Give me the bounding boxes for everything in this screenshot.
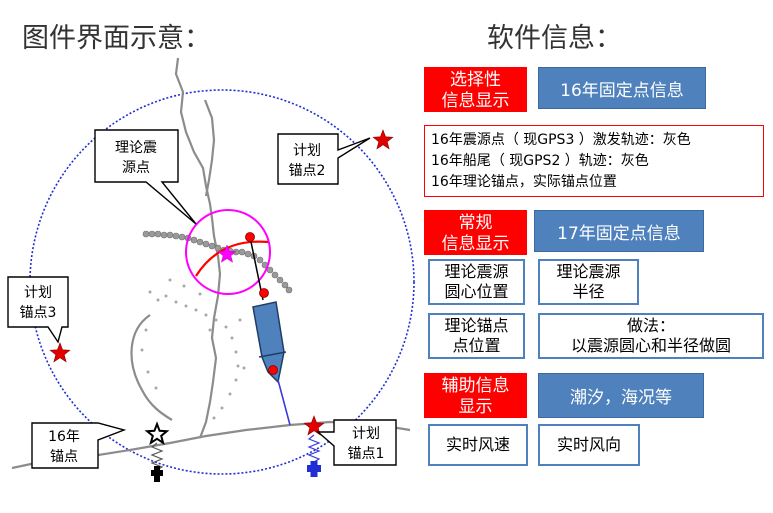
plan-anchor-1-star-icon bbox=[303, 415, 325, 436]
radius-line1: 理论震源 bbox=[556, 262, 621, 281]
source-track bbox=[142, 230, 293, 294]
callout-plan-anchor-1-line1: 计划 bbox=[352, 426, 380, 442]
theory-source-star-icon bbox=[217, 244, 237, 263]
center-position-line1: 理论震源 bbox=[444, 262, 509, 281]
callout-anchor-16-line2: 锚点 bbox=[50, 449, 78, 465]
anchor-16-star-icon bbox=[144, 421, 170, 446]
info-line-3: 16年理论锚点，实际锚点位置 bbox=[431, 174, 617, 190]
fixed-16-info-button[interactable]: 16年固定点信息 bbox=[538, 67, 706, 109]
center-position-line2: 圆心位置 bbox=[444, 282, 509, 301]
anchor-position-line1: 理论锚点 bbox=[444, 316, 509, 335]
radius-line2: 半径 bbox=[572, 282, 605, 301]
callout-plan-anchor-2-line1: 计划 bbox=[293, 143, 321, 159]
regular-display-line1: 常规 bbox=[458, 212, 493, 233]
info-title: 软件信息： bbox=[487, 23, 622, 54]
callout-plan-anchor-1-line2: 锚点1 bbox=[348, 446, 385, 462]
anchor-16-marker bbox=[144, 421, 170, 482]
method-line1: 做法： bbox=[626, 316, 675, 335]
aux-display-line2: 显示 bbox=[458, 396, 493, 417]
callout-plan-anchor-2: 计划 锚点2 bbox=[277, 133, 371, 185]
regular-display-line2: 信息显示 bbox=[441, 233, 510, 254]
callout-plan-anchor-3-line2: 锚点3 bbox=[20, 305, 57, 321]
callout-theory-source-line1: 理论震 bbox=[115, 140, 157, 156]
selective-display-button[interactable]: 选择性 信息显示 bbox=[424, 67, 527, 112]
planning-circle bbox=[29, 89, 415, 475]
anchor-1-marker bbox=[307, 434, 321, 477]
aux-display-line1: 辅助信息 bbox=[441, 375, 510, 396]
regular-display-button[interactable]: 常规 信息显示 bbox=[424, 210, 527, 255]
method-box: 做法： 以震源圆心和半径做圆 bbox=[538, 313, 764, 359]
ship bbox=[245, 232, 291, 426]
method-line2: 以震源圆心和半径做圆 bbox=[570, 336, 731, 355]
callout-anchor-16-line1: 16年 bbox=[48, 429, 80, 445]
plan-anchor-3-star-icon bbox=[49, 342, 71, 363]
gray-scatter-trail bbox=[140, 278, 246, 420]
callout-theory-source-line2: 源点 bbox=[122, 160, 150, 176]
callout-theory-source: 理论震 源点 bbox=[94, 129, 197, 225]
tide-sea-button[interactable]: 潮汐，海况等 bbox=[538, 373, 704, 418]
diagram-title: 图件界面示意： bbox=[22, 23, 211, 54]
info-line-1: 16年震源点（ 现GPS3 ）激发轨迹：灰色 bbox=[431, 132, 691, 148]
aux-display-button[interactable]: 辅助信息 显示 bbox=[424, 373, 527, 418]
anchor-position-box[interactable]: 理论锚点 点位置 bbox=[428, 313, 525, 359]
anchor-1-cross-icon bbox=[307, 461, 321, 477]
gray-track-lines bbox=[11, 57, 411, 470]
anchor-position-line2: 点位置 bbox=[452, 336, 501, 355]
wind-speed-box[interactable]: 实时风速 bbox=[428, 424, 528, 466]
anchor-16-cross-icon bbox=[151, 466, 163, 482]
source-radius-circle bbox=[185, 209, 271, 295]
wind-direction-box[interactable]: 实时风向 bbox=[538, 424, 640, 466]
callout-plan-anchor-3-line1: 计划 bbox=[24, 285, 52, 301]
callout-plan-anchor-3: 计划 锚点3 bbox=[7, 276, 69, 344]
center-position-box[interactable]: 理论震源 圆心位置 bbox=[428, 259, 525, 305]
callout-plan-anchor-2-line2: 锚点2 bbox=[289, 163, 326, 179]
radius-box[interactable]: 理论震源 半径 bbox=[538, 259, 639, 305]
info-lines-box: 16年震源点（ 现GPS3 ）激发轨迹：灰色 16年船尾（ 现GPS2 ）轨迹：… bbox=[424, 125, 764, 197]
fixed-17-info-button[interactable]: 17年固定点信息 bbox=[534, 210, 704, 252]
selective-display-line2: 信息显示 bbox=[441, 90, 510, 111]
map-diagram[interactable]: 理论震 源点 计划 锚点2 计划 锚点3 计划 锚点1 16年 锚点 bbox=[0, 0, 420, 513]
callout-anchor-16: 16年 锚点 bbox=[31, 422, 127, 469]
plan-anchor-2-star-icon bbox=[372, 129, 394, 150]
info-line-2: 16年船尾（ 现GPS2 ）轨迹：灰色 bbox=[431, 153, 649, 169]
callout-plan-anchor-1: 计划 锚点1 bbox=[316, 419, 397, 466]
selective-display-line1: 选择性 bbox=[450, 69, 501, 90]
